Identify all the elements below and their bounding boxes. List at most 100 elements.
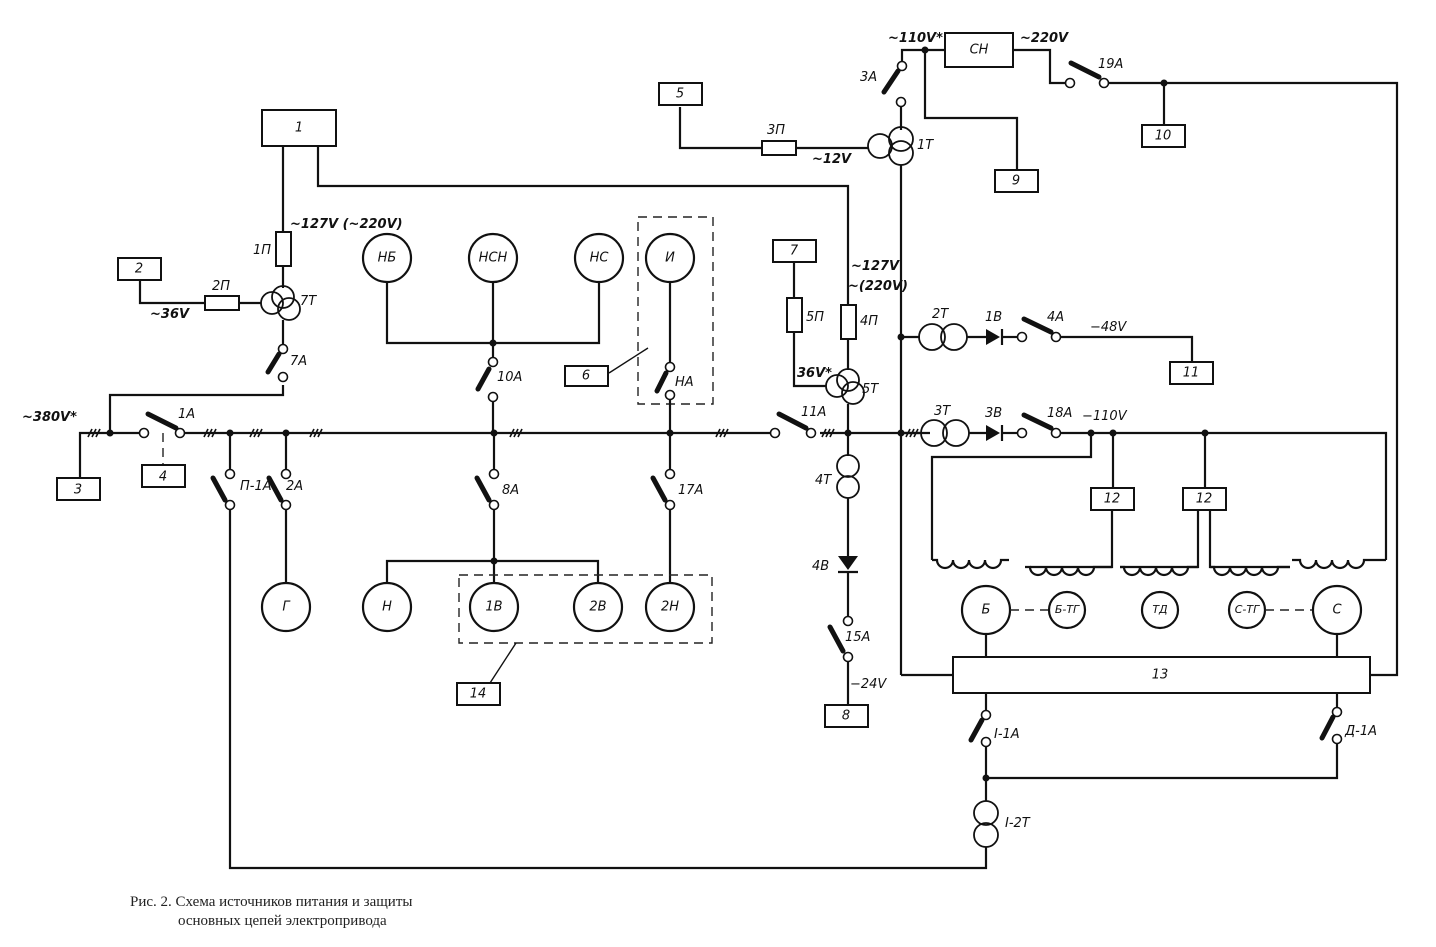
- voltage-110v-dc-label: −110V: [1082, 409, 1128, 424]
- group-i: И НА 6: [564, 216, 714, 433]
- voltage-48v-label: −48V: [1090, 320, 1127, 335]
- branch-1t: 1Т 3П 5 ~12V 3А ~110V* 9 СН ~220V 19А 10: [658, 31, 1399, 677]
- block-13: [952, 656, 1371, 694]
- block-8-label: 8: [842, 709, 850, 724]
- switch-15a-label: 15А: [845, 630, 870, 645]
- switch-d1a-label: Д-1А: [1344, 724, 1377, 739]
- transformer-4t-label: 4Т: [815, 473, 832, 488]
- block-1: [261, 109, 337, 147]
- fuse-5p-label: 5П: [806, 310, 824, 325]
- switch-17a-label: 17А: [678, 483, 703, 498]
- transformer-5t-label: 5Т: [862, 382, 879, 397]
- diode-1v-label: 1В: [985, 310, 1002, 325]
- winding-3: [1120, 565, 1198, 577]
- switch-10a-label: 10А: [497, 370, 522, 385]
- figure-caption: Рис. 2. Схема источников питания и защит…: [130, 893, 412, 931]
- transformer-1t-label: 1Т: [917, 138, 934, 153]
- switch-1a-label: 1А: [178, 407, 195, 422]
- branch-3t: 3Т 3В 18А −110V 12 12: [901, 404, 1388, 577]
- switch-11a[interactable]: 11А: [776, 405, 826, 439]
- branch-4t: 4Т 4В 15А −24V 8: [812, 433, 887, 728]
- fuse-3p-label: 3П: [767, 123, 785, 138]
- branch-7t: 1 1П ~127V (~220V) 7Т 7А 2П 2 ~36V: [117, 109, 850, 383]
- voltage-36v-b-label: 36V*: [797, 366, 832, 381]
- fuse-1p-label: 1П: [253, 243, 271, 258]
- winding-2: [1025, 565, 1112, 577]
- switch-19a-label: 19А: [1098, 57, 1123, 72]
- block-12b: [1182, 487, 1227, 511]
- protection-circuit: I-1А Д-1А I-2Т: [965, 693, 1377, 870]
- motor-nb-label: НБ: [378, 251, 397, 266]
- block-13-label: 13: [1152, 668, 1169, 683]
- motor-2n-label: 2Н: [661, 600, 679, 615]
- fuse-2p: [204, 295, 240, 311]
- block-4-label: 4: [159, 470, 167, 485]
- drop-2a: 2А Г: [260, 433, 312, 633]
- block-2-label: 2: [135, 262, 143, 277]
- motor-g-label: Г: [282, 600, 291, 615]
- block-ch-label: СН: [970, 43, 989, 58]
- block-10-label: 10: [1155, 129, 1172, 144]
- voltage-127v-label: ~127V (~220V): [290, 217, 403, 232]
- voltage-12v-label: ~12V: [812, 152, 852, 167]
- voltage-36v-label: ~36V: [150, 307, 190, 322]
- branch-5t: 4П ~127V ~(220V) 5Т 7 5П 36V*: [772, 239, 908, 433]
- voltage-220v-label: ~220V: [1020, 31, 1069, 46]
- block-5-label: 5: [676, 87, 684, 102]
- transformer-i2t-label: I-2Т: [1005, 816, 1031, 831]
- block-10: [1141, 124, 1186, 148]
- block-6: [564, 365, 609, 387]
- switch-7a-label: 7А: [290, 354, 307, 369]
- fuse-4p-label: 4П: [860, 314, 878, 329]
- block-2: [117, 257, 162, 281]
- diode-4v-label: 4В: [812, 559, 829, 574]
- switch-p1a-label: П-1А: [240, 479, 272, 494]
- block-3: [56, 477, 101, 501]
- voltage-127v-b-label: ~127V: [851, 259, 900, 274]
- motor-ns-label: НС: [590, 251, 610, 266]
- voltage-220v-b-label: ~(220V): [848, 279, 908, 294]
- winding-4: [1210, 565, 1290, 577]
- block-14-label: 14: [470, 687, 487, 702]
- diode-3v-label: 3В: [985, 406, 1002, 421]
- block-4: [141, 464, 186, 488]
- switch-8a-label: 8А: [502, 483, 519, 498]
- motor-i-label: И: [665, 251, 675, 266]
- block-11: [1169, 361, 1214, 385]
- block-9: [994, 169, 1039, 193]
- caption-line-2: основных цепей электропривода: [178, 913, 387, 929]
- voltage-110v-ac-label: ~110V*: [888, 31, 943, 46]
- fuse-5p: [786, 297, 803, 333]
- input-380v: 3 ~380V*: [22, 385, 285, 501]
- switch-1a[interactable]: 1А 4: [138, 407, 196, 488]
- winding-5: [1292, 558, 1386, 570]
- block-8: [824, 704, 869, 728]
- block-12b-label: 12: [1196, 492, 1213, 507]
- drop-17a: 17А 2Н: [644, 433, 703, 633]
- winding-1: [932, 558, 1009, 570]
- motor-s-label: С: [1332, 603, 1342, 618]
- motor-1v-label: 1В: [485, 600, 502, 615]
- transformer-3t-label: 3Т: [934, 404, 951, 419]
- transformer-7t-label: 7Т: [300, 294, 317, 309]
- wire-ticks: [87, 428, 919, 438]
- switch-i1a-label: I-1А: [994, 727, 1020, 742]
- block-11-label: 11: [1183, 366, 1200, 381]
- voltage-24v-label: −24V: [850, 677, 887, 692]
- drive-machines: Б Б-ТГ ТД С-ТГ С 13: [952, 584, 1371, 694]
- switch-na-label: НА: [675, 375, 694, 390]
- motor-b-label: Б: [982, 603, 991, 618]
- switch-4a-label: 4А: [1047, 310, 1064, 325]
- fuse-2p-label: 2П: [212, 279, 230, 294]
- block-1-label: 1: [295, 121, 303, 136]
- motor-td-label: ТД: [1152, 603, 1168, 616]
- branch-2t: 2Т 1В 4А −48V 11: [897, 307, 1214, 385]
- fuse-3p: [761, 140, 797, 156]
- drop-8a: 8А Н 1В 2В: [361, 433, 624, 633]
- transformer-2t-label: 2Т: [932, 307, 949, 322]
- main-bus: [106, 427, 930, 439]
- block-9-label: 9: [1012, 174, 1020, 189]
- switch-11a-label: 11А: [801, 405, 826, 420]
- block-12a-label: 12: [1104, 492, 1121, 507]
- tachogen-btg-label: Б-ТГ: [1055, 603, 1080, 616]
